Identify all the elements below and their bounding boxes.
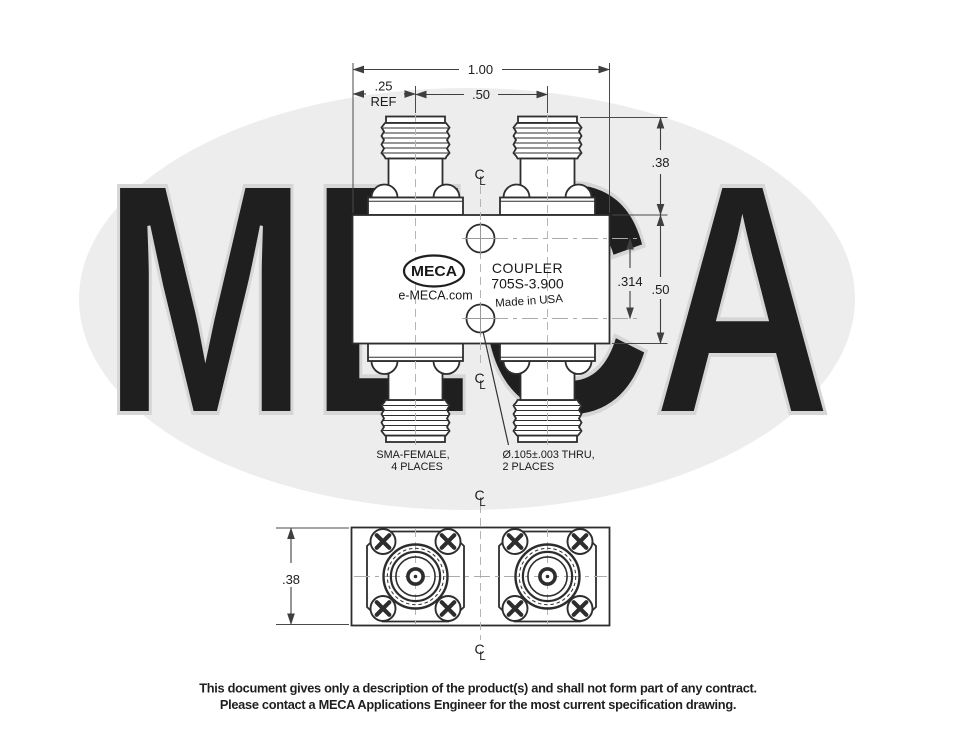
dim-port-spacing-value: .50 bbox=[472, 87, 490, 102]
callout-hole-line2: 2 PLACES bbox=[503, 461, 555, 473]
dim-body-height-value: .50 bbox=[651, 282, 669, 297]
centerline-l: L bbox=[479, 497, 486, 509]
callout-hole-line1: Ø.105±.003 THRU, bbox=[503, 449, 595, 461]
logo-website-text: e-MECA.com bbox=[398, 289, 472, 303]
dim-hole-spacing: .314 bbox=[617, 237, 643, 320]
body-label-model: 705S-3.900 bbox=[491, 276, 564, 292]
mounting-holes bbox=[464, 222, 497, 335]
centerline-symbols: C L C L C L C L bbox=[474, 166, 486, 663]
hole-callout-leader bbox=[482, 331, 510, 446]
centerline-c: C bbox=[474, 166, 484, 182]
end-view: .38 bbox=[276, 505, 611, 640]
centerline-l: L bbox=[479, 380, 486, 392]
centerline-symbol: C L bbox=[474, 641, 486, 663]
callouts: SMA-FEMALE, 4 PLACES Ø.105±.003 THRU, 2 … bbox=[376, 449, 594, 473]
dim-ref-offset: .25 REF bbox=[352, 79, 417, 109]
disclaimer-line2: Please contact a MECA Applications Engin… bbox=[220, 697, 736, 712]
disclaimer-line1: This document gives only a description o… bbox=[199, 681, 756, 696]
dim-ref-suffix: REF bbox=[371, 94, 397, 109]
centerline-symbol: C L bbox=[474, 166, 486, 188]
footer-disclaimer: This document gives only a description o… bbox=[199, 681, 757, 713]
meca-logo-ellipse bbox=[402, 254, 466, 288]
centerline-c: C bbox=[474, 641, 484, 657]
centerline-symbol: C L bbox=[474, 370, 486, 392]
dim-body-height: .50 bbox=[612, 214, 670, 345]
dim-ref-value: .25 bbox=[374, 79, 392, 94]
centerline-c: C bbox=[474, 370, 484, 386]
centerline-symbol: C L bbox=[474, 487, 486, 509]
body-markings: MECA e-MECA.com COUPLER 705S-3.900 Made … bbox=[398, 254, 564, 310]
meca-logo-text: MECA bbox=[411, 264, 458, 280]
dim-port-spacing: .50 bbox=[414, 86, 549, 113]
callout-sma-line2: 4 PLACES bbox=[391, 461, 443, 473]
centerlines-front bbox=[415, 88, 641, 445]
centerline-l: L bbox=[479, 651, 486, 663]
dim-end-thickness: .38 bbox=[276, 527, 349, 626]
dim-overall-width: 1.00 bbox=[352, 62, 611, 213]
centerline-c: C bbox=[474, 487, 484, 503]
callout-sma-line1: SMA-FEMALE, bbox=[376, 449, 449, 461]
centerline-l: L bbox=[479, 176, 486, 188]
dim-hole-spacing-value: .314 bbox=[617, 274, 642, 289]
body-label-made-in-usa: Made in USA bbox=[495, 293, 564, 310]
dim-connector-height-value: .38 bbox=[651, 155, 669, 170]
dim-connector-height: .38 bbox=[580, 116, 670, 216]
dim-end-thickness-value: .38 bbox=[282, 572, 300, 587]
dim-overall-width-value: 1.00 bbox=[468, 62, 493, 77]
front-view: MECA e-MECA.com COUPLER 705S-3.900 Made … bbox=[351, 62, 670, 473]
body-label-coupler: COUPLER bbox=[492, 260, 563, 276]
